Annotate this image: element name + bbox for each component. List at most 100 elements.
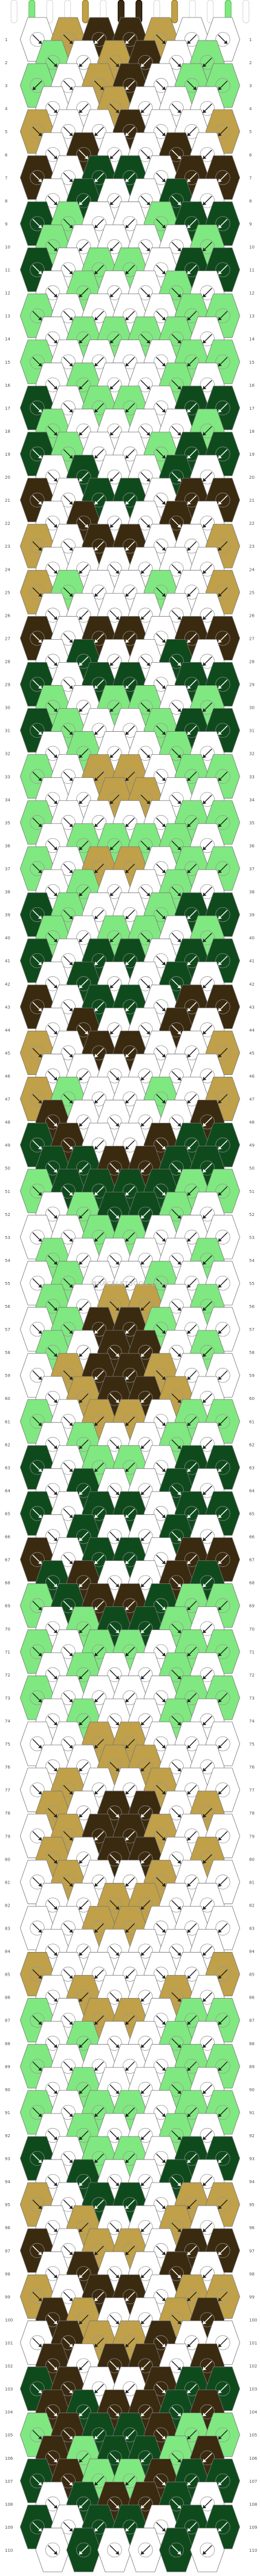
- row-label-right: 5: [249, 130, 252, 134]
- knot-arrowhead: [69, 132, 73, 136]
- row-label-right: 25: [249, 590, 255, 595]
- knot-arrowhead: [177, 340, 181, 344]
- knot-arrowhead: [177, 524, 181, 528]
- knot-arrowhead: [187, 869, 191, 873]
- knot-arrowhead: [38, 2297, 42, 2301]
- knot-arrowhead: [69, 455, 73, 459]
- knot-arrowhead: [53, 248, 57, 252]
- knot-arrowhead: [187, 1790, 191, 1795]
- row-label-left: 103: [5, 2387, 13, 2392]
- knot-arrowhead: [141, 109, 145, 113]
- knot-arrowhead: [69, 915, 73, 919]
- row-label-right: 15: [249, 360, 255, 365]
- knot-arrowhead: [187, 317, 191, 321]
- knot-arrowhead: [218, 455, 222, 459]
- row-label-right: 21: [249, 498, 255, 503]
- knot-arrowhead: [79, 1399, 83, 1403]
- knot-arrowhead: [53, 984, 57, 988]
- knot-arrowhead: [177, 1030, 181, 1034]
- knot-arrowhead: [94, 1146, 99, 1150]
- knot-arrowhead: [187, 1698, 191, 1703]
- knot-arrowhead: [94, 1468, 99, 1472]
- row-label-left: 78: [5, 1811, 10, 1816]
- knot-arrowhead: [38, 2021, 42, 2025]
- knot-arrowhead: [161, 639, 166, 643]
- knot-arrowhead: [38, 777, 42, 781]
- knot-arrowhead: [203, 892, 207, 896]
- row-label-left: 106: [5, 2456, 13, 2461]
- knot-arrowhead: [53, 2044, 57, 2048]
- knot-arrowhead: [177, 570, 181, 574]
- knot-arrowhead: [79, 2321, 83, 2324]
- knot-arrowhead: [115, 1307, 119, 1311]
- row-label-left: 54: [5, 1258, 10, 1263]
- knot-arrowhead: [218, 1514, 222, 1519]
- knot-arrowhead: [53, 2090, 57, 2094]
- knot-arrowhead: [53, 340, 57, 344]
- row-label-left: 14: [5, 337, 10, 342]
- row-label-left: 36: [5, 844, 10, 849]
- knot-arrowhead: [79, 1859, 83, 1864]
- knot-arrowhead: [53, 2551, 57, 2555]
- knot-arrowhead: [125, 455, 129, 459]
- knot-arrowhead: [69, 363, 73, 367]
- knot-arrowhead: [203, 846, 207, 850]
- row-label-left: 44: [5, 1028, 10, 1033]
- knot-arrowhead: [94, 501, 99, 505]
- knot-arrowhead: [38, 869, 42, 873]
- knot-arrowhead: [53, 1906, 57, 1910]
- knot-arrowhead: [203, 1077, 207, 1080]
- row-label-right: 9: [249, 222, 252, 226]
- knot-arrowhead: [125, 1376, 129, 1380]
- row-label-right: 97: [249, 2249, 255, 2253]
- knot-arrowhead: [125, 2528, 129, 2532]
- knot-arrowhead: [109, 432, 114, 436]
- knot-arrowhead: [203, 1675, 207, 1680]
- row-label-right: 73: [249, 1696, 255, 1701]
- knot-arrowhead: [69, 1468, 73, 1472]
- row-label-right: 81: [249, 1880, 255, 1885]
- row-label-right: 57: [249, 1327, 255, 1332]
- knot-arrowhead: [94, 1929, 99, 1933]
- knot-arrowhead: [161, 225, 166, 228]
- row-label-right: 90: [249, 2088, 255, 2092]
- knot-arrowhead: [69, 869, 73, 873]
- knot-arrowhead: [53, 432, 57, 436]
- knot-arrowhead: [38, 178, 42, 182]
- knot-arrowhead: [177, 984, 181, 988]
- knot-arrowhead: [115, 109, 119, 113]
- knot-arrowhead: [177, 2459, 181, 2463]
- knot-arrowhead: [125, 1975, 129, 1979]
- knot-arrowhead: [69, 1975, 73, 1979]
- knot-arrowhead: [125, 1560, 129, 1565]
- row-label-left: 71: [5, 1650, 10, 1655]
- knot-arrowhead: [53, 1077, 57, 1080]
- knot-arrowhead: [218, 823, 222, 827]
- knot-arrowhead: [79, 1537, 83, 1542]
- row-label-left: 22: [5, 521, 10, 526]
- row-label-left: 30: [5, 706, 10, 711]
- knot-arrowhead: [177, 2228, 181, 2232]
- knot-arrowhead: [79, 2228, 83, 2232]
- row-label-right: 74: [249, 1719, 255, 1724]
- row-label-left: 2: [5, 61, 7, 65]
- row-label-right: 16: [249, 383, 255, 388]
- knot-arrowhead: [69, 2021, 73, 2025]
- knot-arrowhead: [38, 1560, 42, 1565]
- row-label-right: 64: [249, 1488, 255, 1493]
- knot-arrowhead: [203, 524, 207, 528]
- knot-arrowhead: [125, 271, 129, 275]
- row-label-left: 13: [5, 314, 10, 319]
- row-label-right: 103: [249, 2387, 257, 2392]
- knot-arrowhead: [79, 2090, 83, 2094]
- row-label-right: 101: [249, 2341, 257, 2345]
- knot-arrowhead: [218, 132, 222, 136]
- knot-arrowhead: [187, 2251, 191, 2255]
- knot-arrowhead: [177, 1491, 181, 1495]
- knot-arrowhead: [94, 639, 99, 643]
- knot-arrowhead: [218, 639, 222, 643]
- knot-arrowhead: [187, 2113, 191, 2117]
- row-label-left: 57: [5, 1327, 10, 1332]
- knot-arrowhead: [161, 409, 166, 413]
